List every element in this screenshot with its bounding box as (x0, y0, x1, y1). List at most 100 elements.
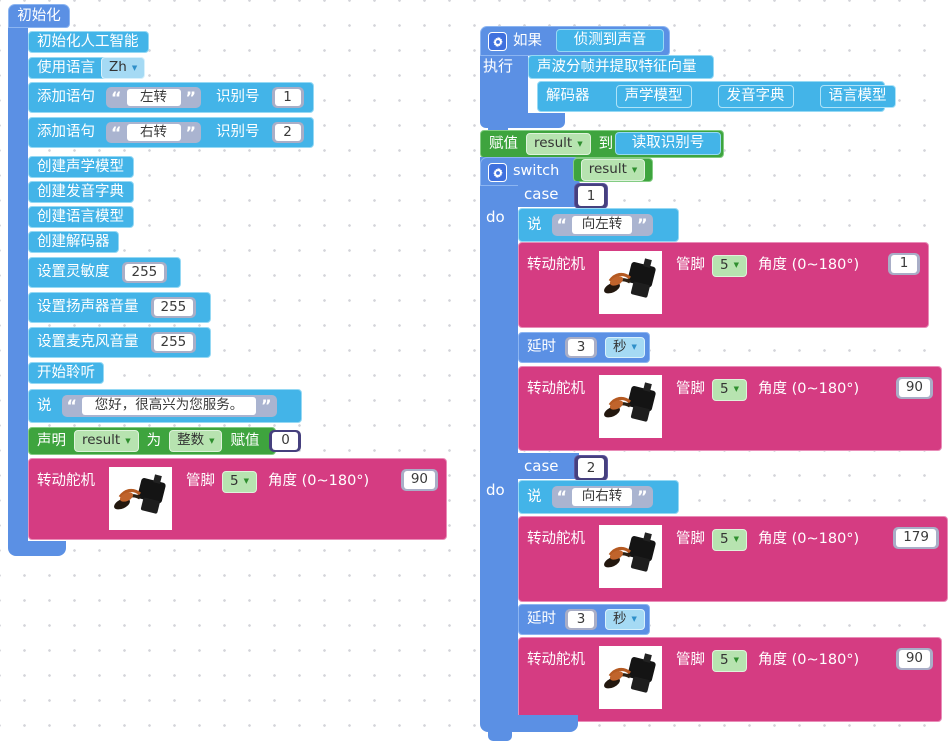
pronounce-dict-label: 发音字典 (726, 88, 785, 105)
rotate-servo-block[interactable]: 转动舵机 管脚 5 角度 (0~180°) 90 (518, 366, 942, 451)
pronounce-dict-arg-block[interactable]: 发音字典 (717, 85, 794, 108)
variable-dropdown[interactable]: result (74, 430, 139, 452)
id-field[interactable]: 2 (271, 121, 304, 144)
acoustic-model-arg-block[interactable]: 声学模型 (615, 85, 692, 108)
rotate-servo-block[interactable]: 转动舵机 管脚 5 角度 (0~180°) 90 (28, 458, 447, 540)
initial-value-slot[interactable]: 0 (269, 430, 302, 452)
sound-frame-feature-block[interactable]: 声波分帧并提取特征向量 (528, 55, 714, 79)
set-sensitivity-block[interactable]: 设置灵敏度 255 (28, 257, 181, 288)
say-text-field[interactable]: 向左转 (551, 214, 653, 236)
set-mic-volume-block[interactable]: 设置麦克风音量 255 (28, 327, 211, 358)
gear-icon[interactable] (488, 163, 507, 182)
angle-field[interactable]: 90 (400, 469, 438, 491)
angle-field[interactable]: 179 (893, 527, 939, 549)
if-wrap-foot (480, 113, 565, 128)
delay-field[interactable]: 3 (565, 608, 597, 631)
create-decoder-block[interactable]: 创建解码器 (28, 231, 119, 253)
pin-dropdown[interactable]: 5 (712, 379, 747, 401)
case1-do-label: do (486, 208, 505, 226)
id-field[interactable]: 1 (271, 86, 304, 109)
switch-wrap-foot (480, 715, 578, 732)
phrase-text-field[interactable]: 左转 (106, 86, 202, 109)
add-phrase-1-block[interactable]: 添加语句 左转 识别号 1 (28, 82, 314, 113)
create-pronounce-dict-block[interactable]: 创建发音字典 (28, 181, 134, 203)
language-dropdown[interactable]: Zh (101, 57, 146, 79)
case2-value-slot[interactable]: 2 (574, 455, 608, 481)
open-quote-icon (557, 492, 568, 502)
case1-value: 1 (578, 186, 604, 206)
mic-volume-field[interactable]: 255 (150, 331, 197, 354)
say-greeting-block[interactable]: 说 您好，很高兴为您服务。 (28, 389, 302, 423)
delay-block[interactable]: 延时 3 秒 (518, 332, 650, 363)
assign-variable-dropdown[interactable]: result (526, 133, 591, 155)
create-acoustic-model-block[interactable]: 创建声学模型 (28, 156, 134, 178)
say-text: 您好，很高兴为您服务。 (82, 397, 257, 415)
rotate-servo-block[interactable]: 转动舵机 管脚 5 角度 (0~180°) 179 (518, 516, 948, 602)
rotate-servo-block[interactable]: 转动舵机 管脚 5 角度 (0~180°) 1 (518, 242, 929, 328)
delay-block[interactable]: 延时 3 秒 (518, 604, 650, 635)
init-hat-label: 初始化 (17, 7, 61, 24)
case1-bar (518, 181, 579, 207)
init-hat-block[interactable]: 初始化 (8, 4, 70, 28)
delay-value: 3 (568, 610, 594, 629)
pin-dropdown[interactable]: 5 (712, 529, 747, 551)
delay-unit-dropdown[interactable]: 秒 (605, 608, 645, 631)
say-text-field[interactable]: 向右转 (551, 486, 653, 508)
type-dropdown[interactable]: 整数 (169, 430, 223, 452)
id-value: 2 (274, 123, 301, 142)
id-label: 识别号 (216, 89, 260, 106)
case2-value: 2 (578, 458, 604, 478)
condition-label: 侦测到声音 (573, 32, 647, 49)
delay-unit-dropdown[interactable]: 秒 (605, 336, 645, 359)
if-wrap-spine (480, 56, 528, 113)
case2-label: case (524, 457, 559, 475)
declare-assign-label: 赋值 (230, 432, 260, 449)
say-label: 说 (527, 488, 542, 505)
angle-label: 角度 (0~180°) (267, 473, 370, 489)
servo-motor-image (109, 467, 172, 530)
servo-label: 转动舵机 (527, 652, 585, 668)
read-recognition-id-block[interactable]: 读取识别号 (615, 132, 721, 155)
init-ai-block[interactable]: 初始化人工智能 (28, 31, 149, 53)
angle-field[interactable]: 90 (895, 648, 933, 670)
say-turn-left-block[interactable]: 说 向左转 (518, 208, 679, 242)
angle-label: 角度 (0~180°) (757, 652, 860, 668)
pin-dropdown[interactable]: 5 (222, 471, 257, 493)
case1-value-slot[interactable]: 1 (574, 183, 608, 209)
switch-variable-dropdown[interactable]: result (580, 159, 646, 181)
decoder-block[interactable]: 解码器 声学模型 发音字典 语言模型 (537, 81, 896, 112)
declare-variable-block[interactable]: 声明 result 为 整数 赋值 0 (28, 427, 302, 455)
servo-label: 转动舵机 (527, 531, 585, 547)
say-text-field[interactable]: 您好，很高兴为您服务。 (61, 395, 277, 417)
init-wrap-spine (8, 26, 28, 542)
servo-label: 转动舵机 (527, 381, 585, 397)
create-language-model-block[interactable]: 创建语言模型 (28, 206, 134, 228)
angle-field[interactable]: 90 (895, 377, 933, 399)
delay-field[interactable]: 3 (565, 336, 597, 359)
angle-label: 角度 (0~180°) (757, 257, 860, 273)
pin-dropdown[interactable]: 5 (712, 255, 747, 277)
angle-field[interactable]: 1 (888, 253, 920, 275)
frame-feature-label: 声波分帧并提取特征向量 (537, 58, 697, 75)
sensitivity-field[interactable]: 255 (121, 261, 168, 284)
create-dict-label: 创建发音字典 (37, 183, 124, 200)
language-model-arg-block[interactable]: 语言模型 (819, 85, 896, 108)
use-language-block[interactable]: 使用语言 Zh (28, 57, 146, 79)
switch-variable-block[interactable]: result (573, 158, 653, 182)
sound-detected-condition-block[interactable]: 侦测到声音 (556, 29, 664, 52)
rotate-servo-block[interactable]: 转动舵机 管脚 5 角度 (0~180°) 90 (518, 637, 942, 722)
add-phrase-label: 添加语句 (37, 89, 95, 106)
add-phrase-2-block[interactable]: 添加语句 右转 识别号 2 (28, 117, 314, 148)
switch-wrap-bottom-tab (488, 732, 512, 741)
gear-icon[interactable] (488, 32, 507, 51)
set-speaker-volume-block[interactable]: 设置扬声器音量 255 (28, 292, 211, 323)
angle-value: 90 (898, 650, 930, 668)
phrase-text-field[interactable]: 右转 (106, 121, 202, 144)
pin-dropdown[interactable]: 5 (712, 650, 747, 672)
start-listening-block[interactable]: 开始聆听 (28, 362, 104, 384)
pin-label: 管脚 (186, 473, 215, 489)
close-quote-icon (186, 93, 197, 103)
say-turn-right-block[interactable]: 说 向右转 (518, 480, 679, 514)
speaker-volume-field[interactable]: 255 (150, 296, 197, 319)
declare-label: 声明 (37, 432, 66, 449)
